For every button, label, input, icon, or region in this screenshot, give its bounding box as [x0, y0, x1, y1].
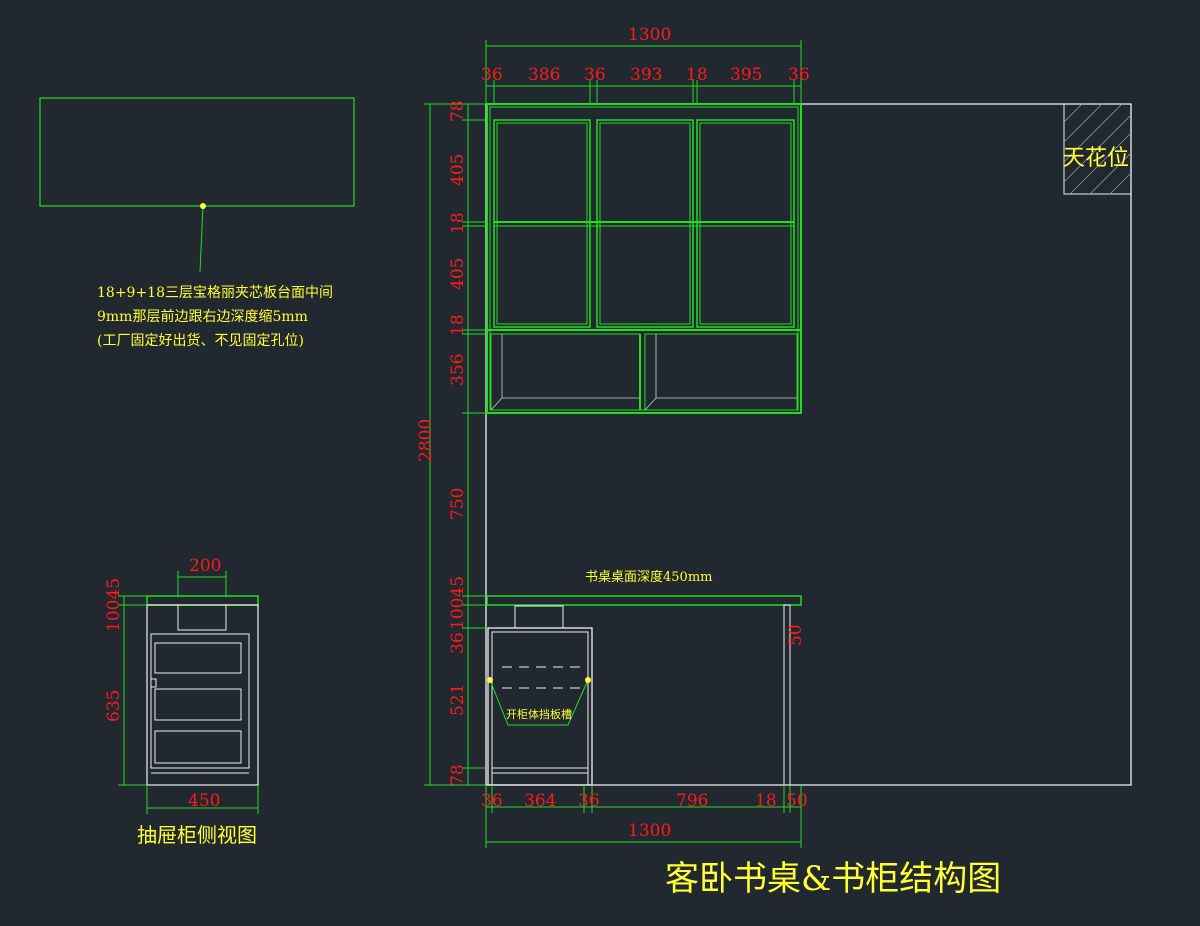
top-dim-2: 386 — [528, 65, 560, 85]
v-dim-9: 36 — [448, 632, 468, 654]
top-dim-1: 36 — [481, 65, 503, 85]
side-top-width-dimension: 200 — [189, 556, 221, 576]
bottom-dim-6: 50 — [786, 791, 808, 811]
side-view-dimensions — [118, 571, 259, 814]
v-dim-11: 78 — [448, 764, 468, 786]
bottom-dimension-chain — [485, 785, 802, 848]
vertical-dimension-labels: 2800 78 405 18 405 18 356 750 10045 36 5… — [416, 100, 468, 786]
v-dim-10: 521 — [448, 684, 468, 716]
v-dim-overall: 2800 — [416, 419, 436, 462]
desk-leg-dimension: 50 — [786, 624, 806, 646]
side-height-dimension: 635 — [104, 690, 124, 722]
top-dim-4: 393 — [630, 65, 662, 85]
leader-dot — [200, 203, 206, 209]
upper-cabinet — [486, 103, 802, 414]
v-dim-5: 18 — [448, 314, 468, 336]
bottom-dim-1: 36 — [481, 791, 503, 811]
door-panel-label: 开柜体挡板槽 — [506, 707, 572, 721]
desk-depth-label: 书桌桌面深度450mm — [585, 569, 712, 585]
bottom-dim-5: 18 — [755, 791, 777, 811]
bottom-dim-4: 796 — [676, 791, 708, 811]
top-dim-6: 395 — [730, 65, 762, 85]
vertical-dimension-chain — [424, 103, 486, 786]
ceiling-label: 天花位 — [1063, 146, 1129, 171]
top-dim-3: 36 — [584, 65, 606, 85]
top-total-dimension: 1300 — [628, 25, 671, 45]
v-dim-8: 10045 — [448, 576, 468, 630]
v-dim-3: 18 — [448, 212, 468, 234]
side-depth-dimension: 450 — [188, 791, 220, 811]
countertop-plan-view — [39, 97, 355, 207]
ceiling-block — [1063, 103, 1132, 195]
bottom-dim-2: 364 — [524, 791, 556, 811]
side-top-thickness-dimension: 10045 — [104, 578, 124, 632]
bottom-dim-3: 36 — [578, 791, 600, 811]
v-dim-2: 405 — [448, 154, 468, 186]
note-line-1: 18+9+18三层宝格丽夹芯板台面中间 — [97, 285, 333, 301]
desk — [486, 595, 802, 786]
leader-line — [199, 205, 204, 273]
top-dimension-chain — [485, 40, 802, 104]
note-line-3: (工厂固定好出货、不见固定孔位) — [97, 332, 304, 349]
drawer-cabinet-side-view — [146, 595, 259, 786]
v-dim-1: 78 — [448, 100, 468, 122]
note-line-2: 9mm那层前边跟右边深度缩5mm — [97, 308, 308, 325]
wall-outline — [485, 103, 1132, 786]
v-dim-6: 356 — [448, 354, 468, 386]
drawing-title: 客卧书桌&书柜结构图 — [665, 859, 1001, 899]
bottom-total-dimension: 1300 — [628, 821, 671, 841]
v-dim-7: 750 — [448, 488, 468, 520]
v-dim-4: 405 — [448, 258, 468, 290]
side-view-title: 抽屉柜侧视图 — [137, 823, 257, 847]
top-dim-7: 36 — [788, 65, 810, 85]
top-dim-5: 18 — [686, 65, 708, 85]
